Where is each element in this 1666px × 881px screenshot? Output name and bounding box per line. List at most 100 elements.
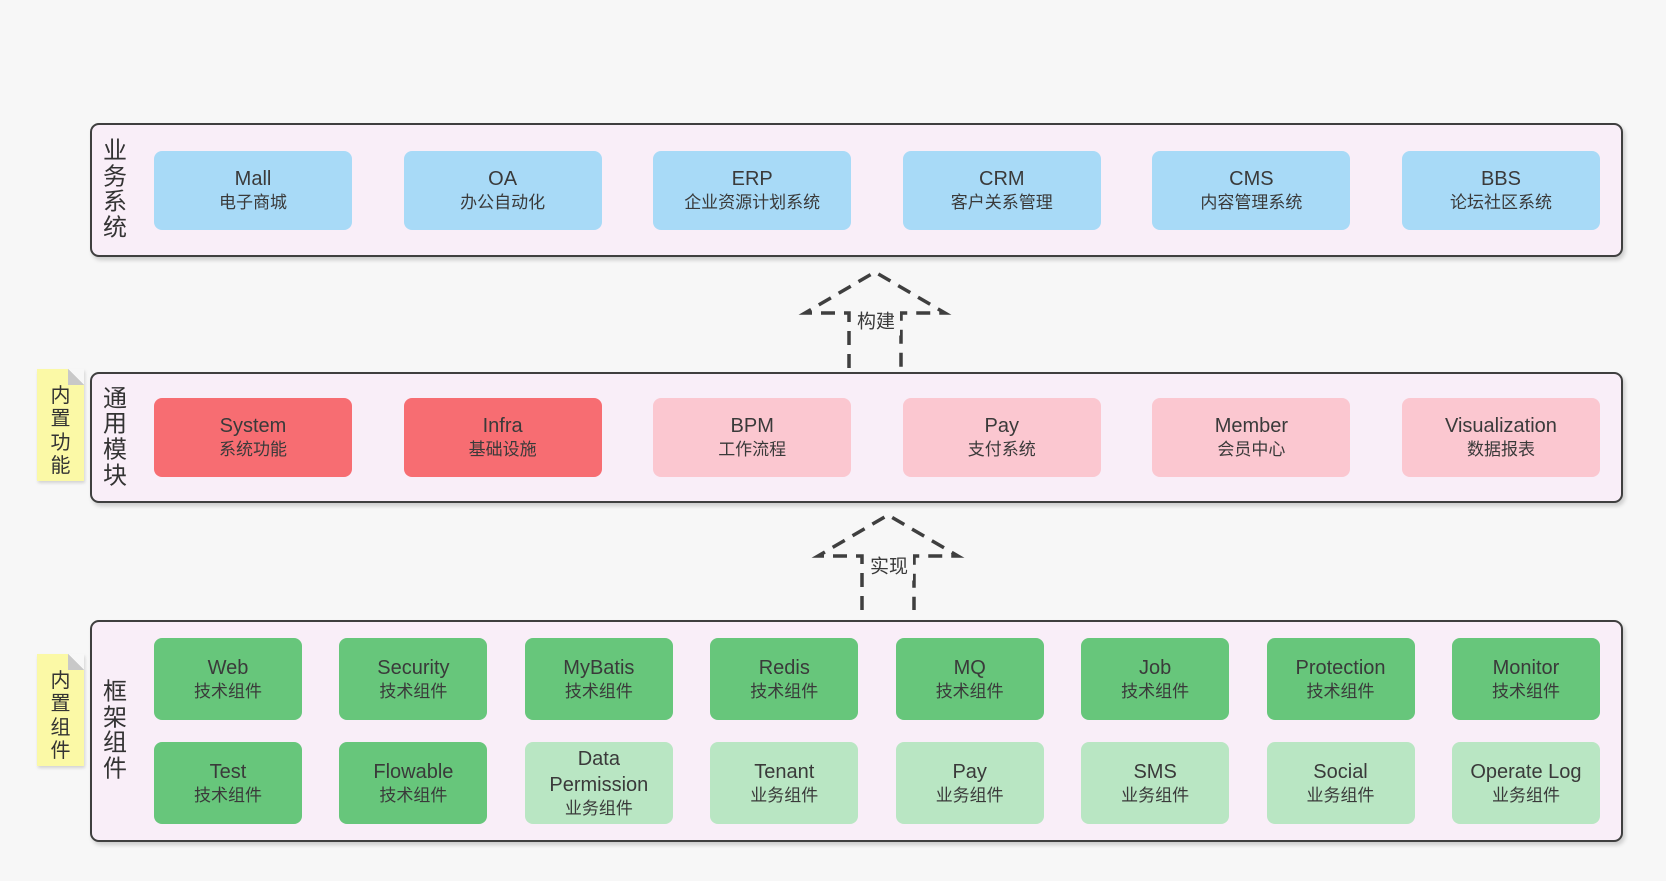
module-name: CRM	[979, 167, 1025, 190]
arrow-label-implement: 实现	[864, 549, 914, 581]
module-desc: 电子商城	[219, 192, 287, 212]
module-desc: 工作流程	[718, 440, 787, 460]
module-desc: 办公自动化	[460, 192, 546, 212]
module-desc: 技术组件	[1306, 681, 1375, 701]
module-name: Security	[377, 656, 450, 679]
sticky-note-built-in-features: 内 置 功 能	[37, 369, 84, 481]
band-label-common-modules: 通 用 模 块	[103, 385, 127, 490]
arrow-label-build: 构建	[851, 304, 901, 336]
module-name: Web	[207, 656, 249, 679]
module-name: Tenant	[754, 760, 815, 783]
module-name: Mall	[234, 167, 272, 190]
module-desc: 业务组件	[1306, 785, 1375, 805]
module-desc: 业务组件	[935, 785, 1004, 805]
module-desc: 论坛社区系统	[1449, 192, 1552, 212]
module-name: Member	[1214, 415, 1289, 438]
module-name: SMS	[1133, 760, 1177, 783]
module-name: Monitor	[1492, 656, 1560, 679]
module-desc: 企业资源计划系统	[684, 192, 821, 212]
band-label-framework-components: 框 架 组 件	[103, 678, 127, 783]
module-desc: 内容管理系统	[1200, 192, 1303, 212]
module-desc: 技术组件	[194, 785, 262, 805]
module-desc: 会员中心	[1217, 440, 1286, 460]
module-name: Flowable	[373, 760, 454, 783]
module-name: Pay	[952, 760, 987, 783]
module-desc: 技术组件	[1121, 681, 1190, 701]
module-desc: 技术组件	[379, 785, 448, 805]
module-desc: 业务组件	[1491, 785, 1560, 805]
module-desc: 技术组件	[750, 681, 819, 701]
module-desc: 数据报表	[1466, 440, 1535, 460]
sticky-note-built-in-components: 内 置 组 件	[37, 654, 84, 766]
module-desc: 基础设施	[468, 440, 537, 460]
module-name: Pay	[984, 415, 1020, 438]
module-name: System	[219, 415, 287, 438]
module-name: CMS	[1229, 167, 1274, 190]
module-name: Data Permission	[549, 747, 649, 796]
module-desc: 技术组件	[379, 681, 448, 701]
module-name: Social	[1313, 760, 1368, 783]
module-name: MQ	[953, 656, 986, 679]
module-name: Redis	[758, 656, 810, 679]
module-desc: 业务组件	[564, 798, 633, 818]
module-name: MyBatis	[563, 656, 635, 679]
module-name: Protection	[1295, 656, 1386, 679]
module-desc: 业务组件	[1121, 785, 1190, 805]
module-desc: 技术组件	[194, 681, 262, 701]
module-name: BPM	[730, 415, 774, 438]
module-name: OA	[488, 167, 518, 190]
module-name: Test	[209, 760, 247, 783]
module-desc: 客户关系管理	[950, 192, 1053, 212]
module-desc: 技术组件	[1491, 681, 1560, 701]
module-name: Job	[1138, 656, 1172, 679]
module-name: Operate Log	[1470, 760, 1582, 783]
module-desc: 系统功能	[219, 440, 287, 460]
band-label-business-systems: 业 务 系 统	[103, 137, 127, 242]
sticky-note-text: 内 置 功 能	[50, 385, 71, 478]
module-desc: 技术组件	[564, 681, 633, 701]
module-name: ERP	[731, 167, 773, 190]
folded-corner-icon	[68, 369, 84, 385]
module-name: Visualization	[1445, 415, 1557, 438]
module-name: BBS	[1480, 167, 1521, 190]
